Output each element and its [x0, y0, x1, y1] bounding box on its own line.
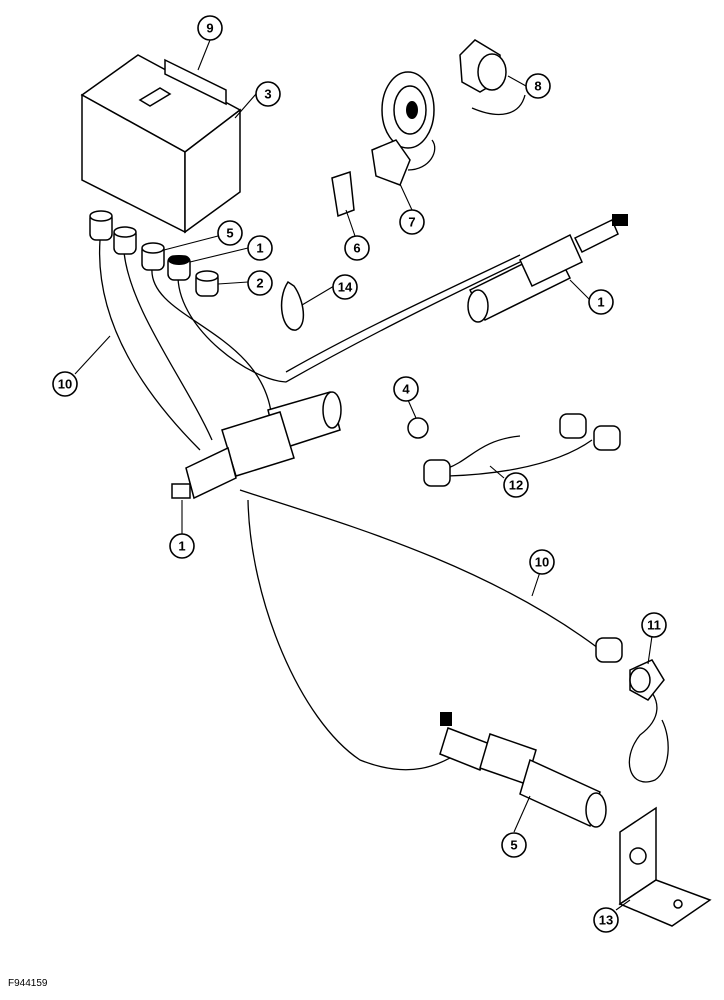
callout-5-connector: 5	[217, 220, 243, 246]
callout-label: 11	[647, 618, 661, 633]
callout-label: 2	[256, 276, 263, 291]
callout-label: 1	[256, 241, 263, 256]
leader-lines	[74, 39, 653, 911]
callout-label: 1	[597, 295, 604, 310]
connector-cluster	[89, 210, 219, 297]
left-harness-housing	[171, 391, 342, 500]
callout-label: 4	[402, 382, 410, 397]
jumper-part	[423, 413, 621, 487]
clip-part	[280, 280, 305, 331]
bracket-part	[331, 170, 355, 218]
callout-label: 10	[535, 555, 549, 570]
figure-id: F944159	[8, 978, 48, 989]
callout-2-connector: 2	[247, 270, 273, 296]
callout-label: 8	[534, 79, 541, 94]
callout-7-lamp: 7	[399, 209, 425, 235]
callout-label: 5	[226, 226, 233, 241]
ring-part	[407, 417, 429, 439]
callout-label: 14	[338, 280, 353, 295]
callout-label: 1	[178, 539, 185, 554]
callout-6-bracket: 6	[344, 235, 370, 261]
callout-10-harness-left: 10	[52, 371, 78, 397]
lamp-part	[371, 71, 435, 186]
lower-harness-housing	[439, 712, 607, 828]
right-harness-connector	[595, 637, 623, 663]
callout-1-connector: 1	[247, 235, 273, 261]
upper-harness-housing	[467, 214, 628, 323]
mount-bracket-part	[618, 806, 712, 927]
callout-label: 6	[353, 241, 360, 256]
callout-label: 3	[264, 87, 271, 102]
light-part	[459, 39, 507, 93]
callout-11-socket: 11	[641, 612, 667, 638]
callout-8-light: 8	[525, 73, 551, 99]
callout-label: 7	[408, 215, 415, 230]
callout-10-harness-right: 10	[529, 549, 555, 575]
callout-5-harness-lower: 5	[501, 832, 527, 858]
callout-label: 12	[509, 478, 523, 493]
callout-1-harness-upper: 1	[588, 289, 614, 315]
callout-label: 10	[58, 377, 72, 392]
control-box-part	[80, 54, 242, 234]
callout-label: 9	[206, 21, 213, 36]
socket-part	[629, 659, 665, 701]
callout-3-control-box: 3	[255, 81, 281, 107]
callout-14-clip: 14	[332, 274, 358, 300]
callout-9-box-lid: 9	[197, 15, 223, 41]
callout-13-mount-bracket: 13	[593, 907, 619, 933]
callout-12-jumper: 12	[503, 472, 529, 498]
callout-4-ring: 4	[393, 376, 419, 402]
callout-label: 5	[510, 838, 517, 853]
callout-label: 13	[599, 913, 613, 928]
callout-1-harness-left: 1	[169, 533, 195, 559]
